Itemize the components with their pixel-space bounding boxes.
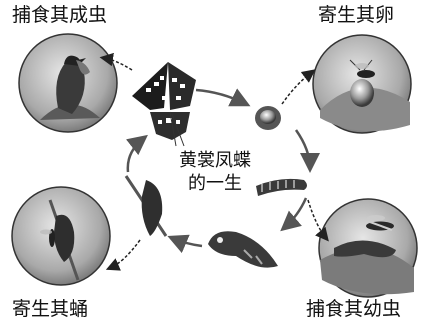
arrow-egg-parasitoid [282,72,312,104]
larva-predator-circle [319,199,417,297]
arrow-larva-to-mature [284,198,306,228]
larva-mature-stage-icon [208,231,278,267]
egg-stage-icon [255,106,281,130]
egg-parasitoid-circle [313,35,411,133]
arrow-egg-to-larva [296,130,310,168]
larva-stage-icon [256,179,307,196]
pupa-parasitoid-circle [12,187,110,285]
arrow-pupa-parasitoid [110,240,140,268]
adult-butterfly-icon [132,62,196,146]
egg-icon [350,79,374,107]
arrow-pupa-to-adult [128,138,144,172]
arrow-mature-to-pupa [172,238,202,246]
arrow-adult-to-egg [196,90,246,104]
pupa-stage-icon [126,176,166,236]
predator-bird-circle [19,34,117,132]
